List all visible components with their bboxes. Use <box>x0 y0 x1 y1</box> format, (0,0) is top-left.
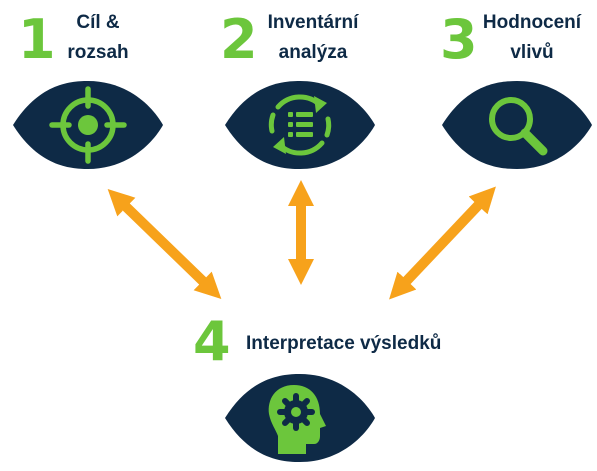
step-number: 4 <box>193 310 231 373</box>
step-number: 2 <box>220 8 258 71</box>
step-label-line: Cíl & <box>76 12 120 33</box>
leaf-shape <box>225 81 375 169</box>
arrow-1-4 <box>107 188 222 300</box>
connector-arrows <box>107 180 496 300</box>
step-label-line: Hodnocení <box>483 12 582 33</box>
step-label-line: analýza <box>279 42 348 63</box>
target-icon <box>49 86 127 164</box>
leaf-shape <box>13 81 163 169</box>
step-4: 4 Interpretace výsledků <box>193 310 441 462</box>
step-number: 1 <box>18 8 56 71</box>
leaf-shape <box>442 81 592 169</box>
step-label-line: vlivů <box>510 42 553 63</box>
step-1: 1 Cíl & rozsah <box>13 8 163 169</box>
step-label-line: rozsah <box>67 42 128 63</box>
leaf-shape <box>225 374 375 462</box>
step-2: 2 Inventární analýza <box>220 8 375 169</box>
head-gear-icon <box>268 385 326 454</box>
cycle-list-icon <box>268 94 332 156</box>
step-number: 3 <box>440 8 478 71</box>
magnifier-icon <box>489 97 548 156</box>
step-label-line: Interpretace výsledků <box>246 333 441 354</box>
step-3: 3 Hodnocení vlivů <box>440 8 592 169</box>
step-label-line: Inventární <box>268 12 360 33</box>
arrow-3-4 <box>389 186 496 300</box>
